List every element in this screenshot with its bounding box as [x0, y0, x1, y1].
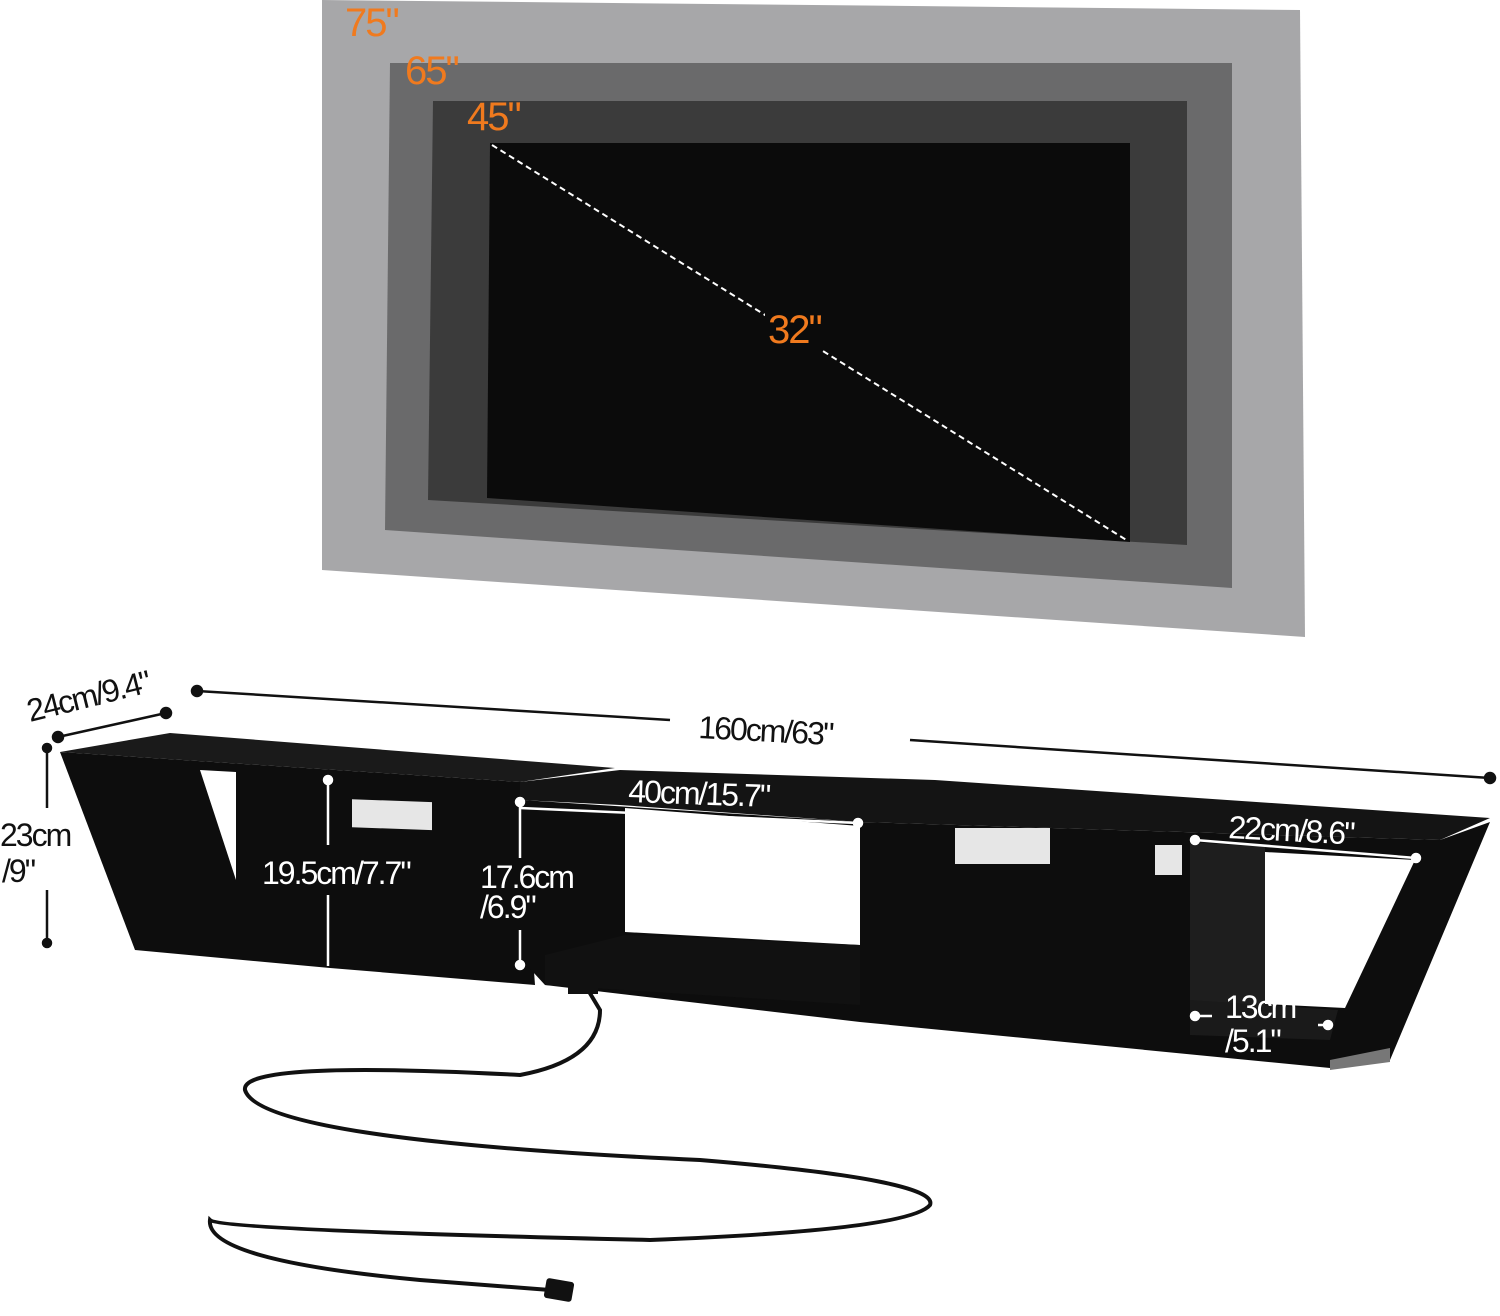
tv-75-label: 75"	[345, 1, 398, 45]
tv-45-label: 45"	[467, 95, 520, 139]
mid-width-label: 40cm/15.7"	[628, 773, 771, 814]
right-bottom-in-label: /5.1"	[1225, 1023, 1280, 1059]
length-label: 160cm/63"	[698, 709, 834, 752]
inner-height-mid-cm-label: 17.6cm	[480, 859, 573, 895]
inner-height-mid-in-label: /6.9"	[480, 889, 535, 925]
right-width-label: 22cm/8.6"	[1228, 809, 1355, 852]
right-bottom-cm-label: 13cm	[1225, 989, 1296, 1025]
inner-height-left-label: 19.5cm/7.7"	[262, 855, 410, 891]
power-cord	[207, 983, 933, 1292]
tv-65-label: 65"	[405, 49, 458, 93]
height-in-label: /9"	[2, 853, 35, 889]
tv-32-label: 32"	[768, 308, 821, 352]
tv-stand	[60, 733, 1490, 1302]
height-cm-label: 23cm	[0, 817, 71, 853]
